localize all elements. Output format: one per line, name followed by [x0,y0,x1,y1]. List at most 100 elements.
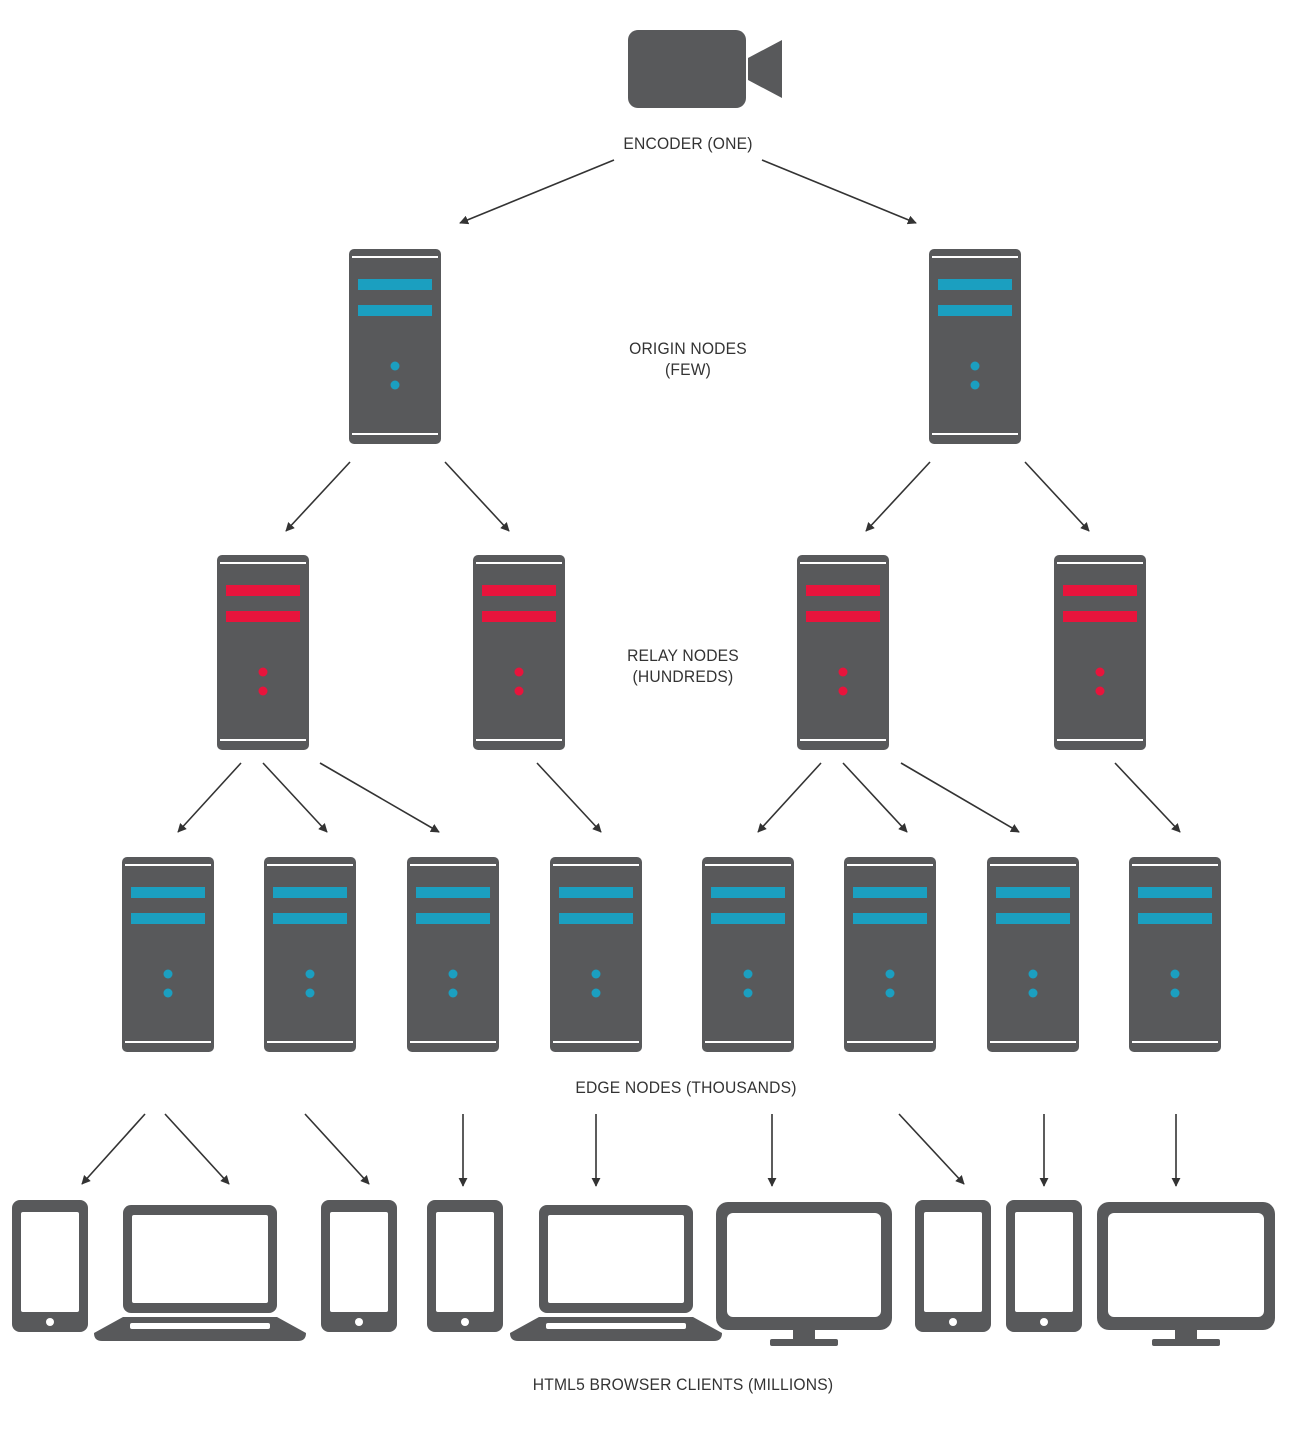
server-led [305,969,315,979]
server-led [743,988,753,998]
monitor-stand [770,1339,838,1346]
arrow [164,1113,230,1185]
server-bottom-line [553,1041,639,1043]
server-bar [1138,913,1212,924]
server-led [970,361,980,371]
server-body [929,249,1021,444]
server-tower-icon [264,857,356,1052]
server-bar [131,913,205,924]
tablet-button [355,1318,363,1326]
server-tower-icon [702,857,794,1052]
server-top-line [1057,562,1143,564]
server-bar [358,305,432,316]
server-bar [1063,585,1137,596]
server-bottom-line [125,1041,211,1043]
arrow [757,762,822,833]
arrow [304,1113,370,1185]
edge-nodes-layer [122,857,1221,1052]
server-body [550,857,642,1052]
tablet-button [461,1318,469,1326]
server-body [473,555,565,750]
server-bar [273,913,347,924]
server-bottom-line [800,739,886,741]
server-body [264,857,356,1052]
server-led [1028,969,1038,979]
arrow [81,1113,146,1185]
server-bar [358,279,432,290]
server-bar [996,913,1070,924]
laptop-screen [548,1215,684,1303]
tablet-button [1040,1318,1048,1326]
tablet-button [46,1318,54,1326]
server-body [349,249,441,444]
monitor-neck [793,1329,815,1341]
server-led [743,969,753,979]
server-led [970,380,980,390]
server-bottom-line [267,1041,353,1043]
server-bottom-line [220,739,306,741]
server-bar [226,611,300,622]
origin-nodes-label: ORIGIN NODES (FEW) [629,339,747,379]
server-led [258,667,268,677]
server-led [258,686,268,696]
server-bottom-line [847,1041,933,1043]
arrow [444,461,510,532]
server-led [591,969,601,979]
laptop-icon [94,1205,306,1341]
arrow [319,762,440,833]
origin-nodes-layer [349,249,1021,444]
server-body [987,857,1079,1052]
server-tower-icon [407,857,499,1052]
server-led [1170,988,1180,998]
server-tower-icon [550,857,642,1052]
server-top-line [220,562,306,564]
edge-nodes-label: EDGE NODES (THOUSANDS) [575,1078,797,1097]
server-bar [806,611,880,622]
server-top-line [267,864,353,866]
tablet-icon [427,1200,503,1332]
server-bar [853,913,927,924]
server-body [1054,555,1146,750]
monitor-stand [1152,1339,1220,1346]
video-camera-icon [628,30,782,108]
server-tower-icon [929,249,1021,444]
encoder-layer [628,30,782,108]
server-tower-icon [217,555,309,750]
server-bottom-line [352,433,438,435]
tablet-button [949,1318,957,1326]
server-led [885,969,895,979]
clients-label: HTML5 BROWSER CLIENTS (MILLIONS) [532,1375,834,1394]
arrow [900,762,1020,833]
server-led [1095,667,1105,677]
server-top-line [705,864,791,866]
server-bar [416,913,490,924]
server-led [838,667,848,677]
monitor-neck [1175,1329,1197,1341]
laptop-icon [510,1205,722,1341]
server-led [514,667,524,677]
arrow [761,159,917,225]
server-top-line [125,864,211,866]
server-led [838,686,848,696]
arrow [177,762,242,833]
server-led [163,988,173,998]
tablet-screen [1015,1212,1073,1312]
arrow [1024,461,1090,532]
relay-nodes-label: RELAY NODES (HUNDREDS) [627,646,739,686]
server-led [1095,686,1105,696]
server-body [844,857,936,1052]
server-led [448,969,458,979]
server-led [885,988,895,998]
monitor-screen [727,1213,881,1317]
server-bottom-line [990,1041,1076,1043]
server-tower-icon [797,555,889,750]
server-led [448,988,458,998]
server-body [702,857,794,1052]
server-led [591,988,601,998]
server-bar [482,611,556,622]
server-led [514,686,524,696]
server-bar [1063,611,1137,622]
server-led [163,969,173,979]
